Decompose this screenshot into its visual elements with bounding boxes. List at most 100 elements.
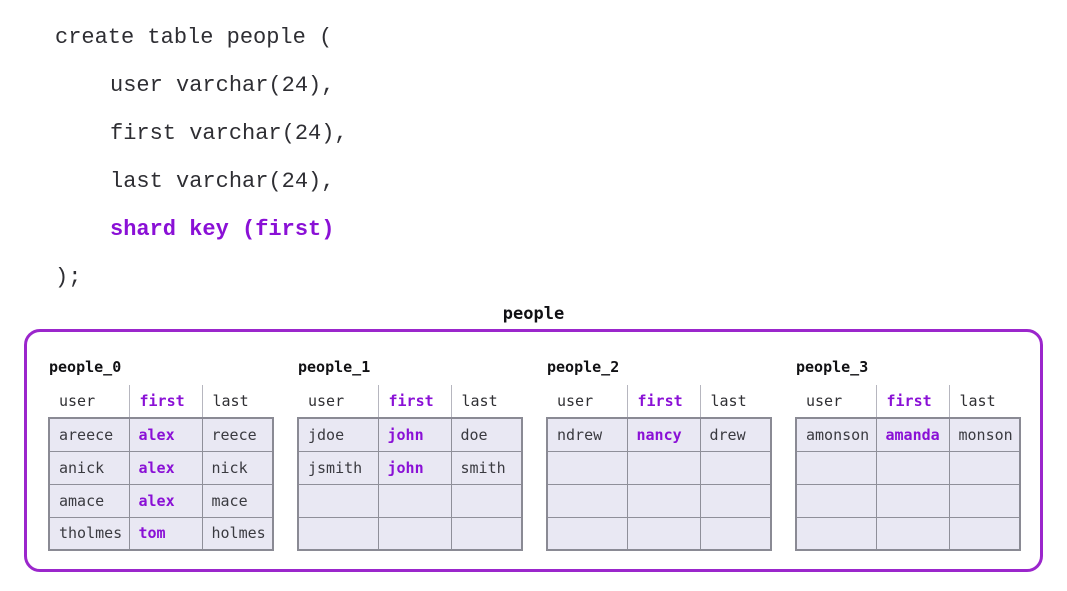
column-header-user: user [547, 385, 627, 418]
table-row [795, 483, 1021, 518]
table-cell [795, 483, 877, 518]
table-cell [875, 450, 950, 485]
table-row [297, 516, 523, 551]
column-header-last: last [699, 385, 771, 418]
table-cell: nick [201, 450, 274, 485]
table-cell: doe [450, 417, 523, 452]
code-line-shard-key: shard key (first) [110, 217, 335, 242]
table-cell [297, 483, 379, 518]
table-cell [948, 483, 1021, 518]
shard-name-label: people_2 [547, 358, 620, 376]
table-cell: smith [450, 450, 523, 485]
table-cell: tholmes [48, 516, 130, 551]
column-header-user: user [796, 385, 876, 418]
table-cell: areece [48, 417, 130, 452]
table-name-label: people [502, 304, 565, 324]
table-cell: ndrew [546, 417, 628, 452]
table-cell: amonson [795, 417, 877, 452]
table-row [546, 483, 772, 518]
table-row [795, 516, 1021, 551]
column-header-user: user [49, 385, 129, 418]
code-line: last varchar(24), [110, 169, 335, 194]
code-line: user varchar(24), [110, 73, 335, 98]
table-cell [626, 516, 701, 551]
table-cell [875, 516, 950, 551]
table-cell [699, 516, 772, 551]
table-cell: reece [201, 417, 274, 452]
table-cell [875, 483, 950, 518]
table-cell: anick [48, 450, 130, 485]
shard-name-label: people_0 [49, 358, 122, 376]
column-header-first: first [128, 385, 202, 418]
shard-name-label: people_1 [298, 358, 371, 376]
table-cell [377, 483, 452, 518]
table-cell: mace [201, 483, 274, 518]
table-cell [450, 516, 523, 551]
table-row [546, 516, 772, 551]
page: create table people ( user varchar(24), fi… [0, 14, 1067, 591]
shard-name-label: people_3 [796, 358, 869, 376]
column-header-first: first [377, 385, 451, 418]
table-cell: holmes [201, 516, 274, 551]
table-cell: alex [128, 483, 203, 518]
code-line: ); [55, 265, 82, 290]
table-cell: jdoe [297, 417, 379, 452]
table-cell [795, 516, 877, 551]
code-line: first varchar(24), [110, 121, 348, 146]
column-header-first: first [875, 385, 949, 418]
table-cell [546, 450, 628, 485]
table-cell [546, 516, 628, 551]
table-row [795, 450, 1021, 485]
table-cell [699, 483, 772, 518]
column-header-last: last [450, 385, 522, 418]
table-cell [297, 516, 379, 551]
table-cell: john [377, 417, 452, 452]
table-cell: nancy [626, 417, 701, 452]
table-cell [626, 450, 701, 485]
table-cell [377, 516, 452, 551]
column-header-first: first [626, 385, 700, 418]
code-line: create table people ( [55, 25, 333, 50]
table-cell: amanda [875, 417, 950, 452]
table-cell [948, 516, 1021, 551]
table-row [546, 450, 772, 485]
column-header-last: last [948, 385, 1020, 418]
column-header-user: user [298, 385, 378, 418]
table-row [297, 483, 523, 518]
column-header-last: last [201, 385, 273, 418]
table-cell: john [377, 450, 452, 485]
table-cell: drew [699, 417, 772, 452]
table-cell: alex [128, 450, 203, 485]
table-cell [546, 483, 628, 518]
table-cell: jsmith [297, 450, 379, 485]
table-cell [795, 450, 877, 485]
table-cell: alex [128, 417, 203, 452]
table-cell: monson [948, 417, 1021, 452]
table-cell [626, 483, 701, 518]
table-cell [699, 450, 772, 485]
table-cell [948, 450, 1021, 485]
sql-code-block: create table people ( user varchar(24), fi… [55, 14, 1067, 302]
